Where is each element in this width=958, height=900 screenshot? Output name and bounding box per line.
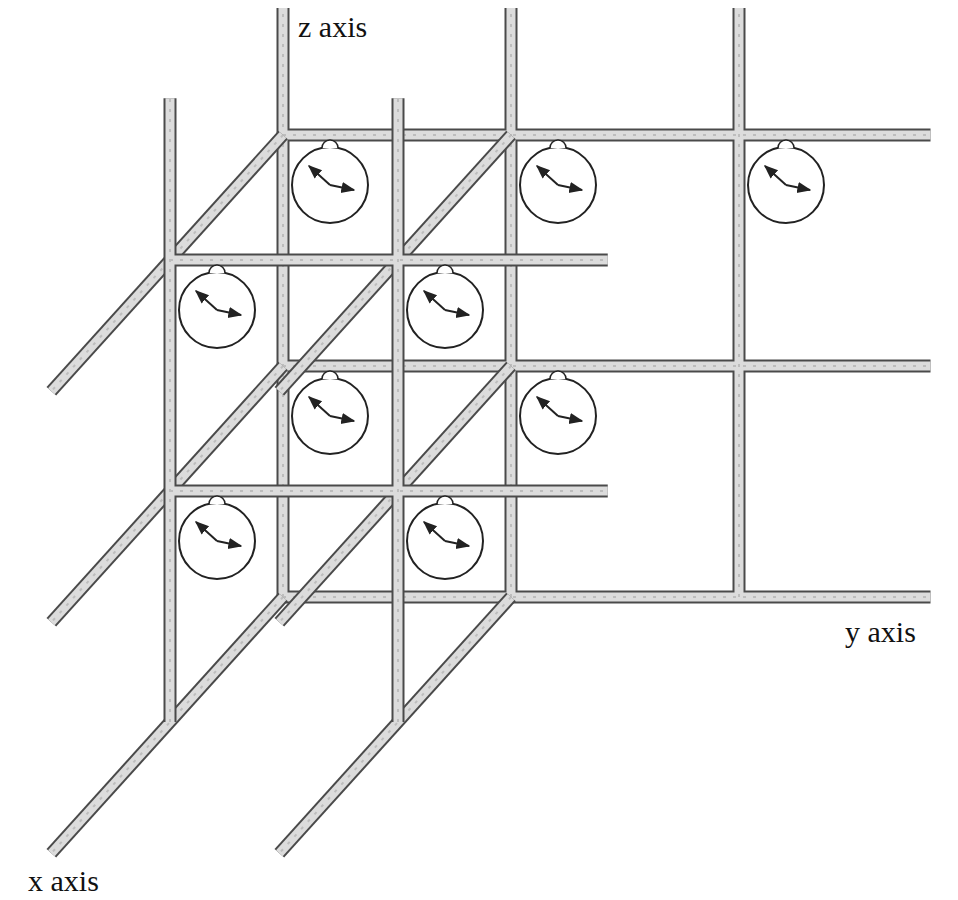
clock-hand [424, 291, 445, 310]
rod-texture [510, 8, 512, 597]
rod-body [170, 487, 608, 496]
clock-face [179, 272, 255, 348]
rod-outline [392, 98, 405, 722]
clock-hand [445, 541, 469, 546]
rod-outline [283, 360, 931, 373]
clock-hook [322, 140, 338, 148]
clock-hand [217, 541, 241, 546]
rod-outline [164, 98, 177, 722]
clock-hook [437, 265, 453, 273]
rod-outline [733, 8, 746, 597]
clock-hand [309, 166, 330, 185]
rod-texture [283, 365, 931, 367]
clock-face [520, 378, 596, 454]
clock-hook [209, 496, 225, 504]
clock-hand [558, 416, 582, 421]
clock-hook [322, 371, 338, 379]
axis-label: x axis [28, 866, 99, 896]
clock-face [407, 272, 483, 348]
clock-face [292, 378, 368, 454]
rod-texture [283, 134, 931, 136]
clock-hand [424, 522, 445, 541]
clock-hook [437, 496, 453, 504]
rod-texture [170, 490, 608, 492]
clock-face [292, 147, 368, 223]
rod-body [166, 98, 175, 722]
rod-outline [283, 129, 931, 142]
rod-body [735, 8, 744, 597]
clock-hand [196, 291, 217, 310]
axis-label: y axis [845, 617, 916, 647]
clocks [179, 140, 824, 579]
clock-hand [330, 185, 354, 190]
rod-outline [277, 8, 290, 597]
rod-body [283, 131, 931, 140]
rod-body [279, 8, 288, 597]
rod-outline [170, 254, 608, 267]
rod-texture [738, 8, 740, 597]
clock-face [748, 147, 824, 223]
clock-hook [778, 140, 794, 148]
rod-outline [505, 8, 518, 597]
clock-face [179, 503, 255, 579]
clock-hand [309, 397, 330, 416]
clock-hand [558, 185, 582, 190]
rod-body [283, 593, 931, 602]
clock-face [520, 147, 596, 223]
rod-texture [169, 98, 171, 722]
clock-face [407, 503, 483, 579]
clock-hand [445, 310, 469, 315]
middle-rods [170, 98, 608, 722]
rod-body [507, 8, 516, 597]
rod-texture [282, 8, 284, 597]
clock-hand [196, 522, 217, 541]
rod-texture [170, 259, 608, 261]
clock-hand [765, 166, 786, 185]
rod-body [394, 98, 403, 722]
rod-texture [283, 596, 931, 598]
rod-texture [397, 98, 399, 722]
clock-hand [537, 166, 558, 185]
clock-hand [217, 310, 241, 315]
clock-hook [550, 371, 566, 379]
rod-outline [283, 591, 931, 604]
clock-hook [209, 265, 225, 273]
rod-outline [170, 485, 608, 498]
clock-hand [786, 185, 810, 190]
axis-label: z axis [298, 12, 367, 42]
rod-body [283, 362, 931, 371]
clock-hook [550, 140, 566, 148]
clock-hand [330, 416, 354, 421]
rod-body [170, 256, 608, 265]
clock-hand [537, 397, 558, 416]
